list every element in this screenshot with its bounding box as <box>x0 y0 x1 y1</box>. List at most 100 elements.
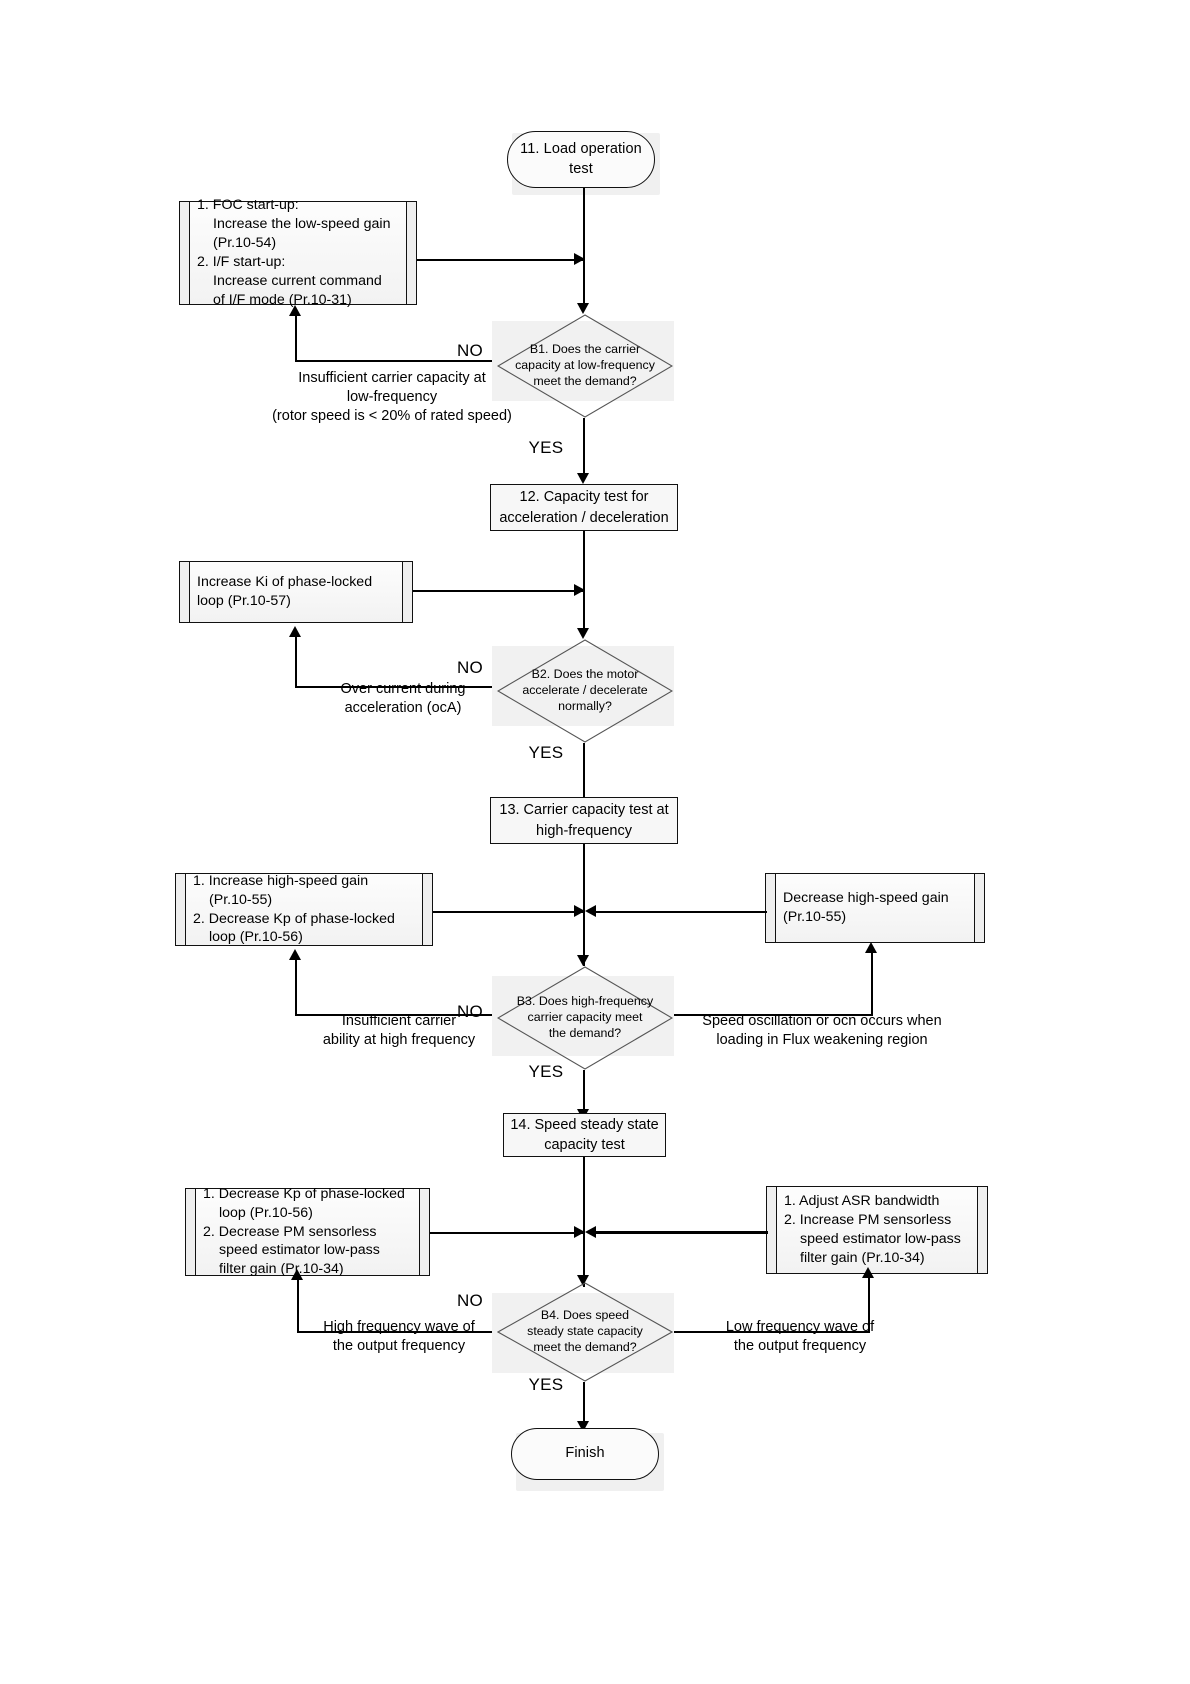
arrowhead-b4-yes <box>577 1421 589 1432</box>
connector-start-to-b1 <box>583 188 585 306</box>
predefined-process-left-bar <box>176 874 186 945</box>
step-12-label: 12. Capacity test for acceleration / dec… <box>499 489 669 526</box>
action-item: 2. Decrease Kp of phase-locked loop (Pr.… <box>193 910 395 946</box>
action-item: 2. Increase PM sensorless speed estimato… <box>784 1212 961 1266</box>
predefined-process-left-bar <box>186 1189 196 1275</box>
arrowhead-a4right-to-trunk <box>585 1226 596 1238</box>
predefined-process-right-bar <box>419 1189 429 1275</box>
finish-terminator-label: Finish <box>565 1445 605 1462</box>
connector-b4-right-horizontal <box>662 1331 870 1333</box>
action-text: Increase Ki of phase-locked loop (Pr.10-… <box>197 574 373 609</box>
b1-yes-label: YES <box>528 438 564 457</box>
predefined-process-left-bar <box>767 1187 777 1273</box>
predefined-process-right-bar <box>974 874 984 942</box>
connector-a4right-to-trunk <box>592 1231 768 1234</box>
action-text: Decrease high-speed gain (Pr.10-55) <box>783 890 949 925</box>
start-terminator[interactable]: 11. Load operation test <box>507 131 655 188</box>
action-decrease-kp-and-lpf-body: 1. Decrease Kp of phase-locked loop (Pr.… <box>196 1186 419 1278</box>
arrowhead-a1-to-trunk <box>574 253 585 265</box>
action-adjust-asr-and-lpf-box[interactable]: 1. Adjust ASR bandwidth 2. Increase PM s… <box>766 1186 988 1274</box>
predefined-process-right-bar <box>406 202 416 304</box>
b3-right-annotation: Speed oscillation or ocn occurs when loa… <box>702 1013 942 1049</box>
action-decrease-high-speed-gain-body: Decrease high-speed gain (Pr.10-55) <box>776 874 974 942</box>
predefined-process-left-bar <box>766 874 776 942</box>
b3-decision[interactable]: B3. Does high-frequency carrier capacity… <box>497 966 673 1070</box>
connector-b4-right-vertical <box>868 1278 870 1332</box>
predefined-process-left-bar <box>180 562 190 622</box>
connector-b4-no-horizontal <box>297 1331 507 1333</box>
arrowhead-step12-to-b2 <box>577 628 589 639</box>
b2-decision-shadow <box>492 646 674 726</box>
arrowhead-b3-right-to-a3right <box>865 942 877 953</box>
b2-decision[interactable]: B2. Does the motor accelerate / decelera… <box>497 639 673 743</box>
predefined-process-left-bar <box>180 202 190 304</box>
connector-a3left-to-trunk <box>433 911 585 913</box>
action-item: 2. Decrease PM sensorless speed estimato… <box>203 1223 380 1278</box>
connector-a1-to-trunk <box>417 259 585 261</box>
arrowhead-b2-no-to-a2 <box>289 626 301 637</box>
action-increase-ki-pll-box[interactable]: Increase Ki of phase-locked loop (Pr.10-… <box>179 561 413 623</box>
action-increase-high-speed-gain-box[interactable]: 1. Increase high-speed gain (Pr.10-55) 2… <box>175 873 433 946</box>
action-decrease-high-speed-gain-box[interactable]: Decrease high-speed gain (Pr.10-55) <box>765 873 985 943</box>
arrowhead-a3left-to-trunk <box>574 905 585 917</box>
connector-a3right-to-trunk <box>592 911 767 913</box>
connector-b2-no-horizontal <box>295 686 507 688</box>
b3-no-annotation: Insufficient carrier ability at high fre… <box>322 1013 476 1049</box>
step-13-box[interactable]: 13. Carrier capacity test at high-freque… <box>490 797 678 844</box>
predefined-process-right-bar <box>402 562 412 622</box>
action-item: 1. Adjust ASR bandwidth <box>784 1193 940 1210</box>
step-14-label: 14. Speed steady state capacity test <box>510 1116 659 1153</box>
arrowhead-step13-to-b3 <box>577 955 589 966</box>
b1-diamond-shape <box>497 314 673 418</box>
connector-b3-yes <box>583 1070 585 1115</box>
b4-diamond-shape <box>497 1282 673 1382</box>
connector-b2-no-vertical <box>295 637 297 687</box>
b2-yes-label: YES <box>528 743 564 762</box>
b1-no-annotation: Insufficient carrier capacity at low-fre… <box>272 370 512 425</box>
b3-diamond-shape <box>497 966 673 1070</box>
action-item: 1. Increase high-speed gain (Pr.10-55) <box>193 872 369 908</box>
b4-decision[interactable]: B4. Does speed steady state capacity mee… <box>497 1282 673 1382</box>
arrowhead-b1-no-to-a1 <box>289 305 301 316</box>
arrowhead-a4left-to-trunk <box>574 1226 585 1238</box>
connector-b2-yes <box>583 743 585 800</box>
arrowhead-b1-yes <box>577 473 589 484</box>
action-item: 1. Decrease Kp of phase-locked loop (Pr.… <box>203 1185 405 1221</box>
finish-terminator[interactable]: Finish <box>511 1428 659 1480</box>
arrowhead-b4-right-to-a4right <box>862 1267 874 1278</box>
action-increase-ki-pll-body: Increase Ki of phase-locked loop (Pr.10-… <box>190 562 402 622</box>
connector-b4-yes <box>583 1382 585 1427</box>
action-increase-high-speed-gain-body: 1. Increase high-speed gain (Pr.10-55) 2… <box>186 872 422 946</box>
connector-b3-right-vertical <box>871 953 873 1015</box>
action-decrease-kp-and-lpf-box[interactable]: 1. Decrease Kp of phase-locked loop (Pr.… <box>185 1186 430 1278</box>
b4-decision-shadow <box>492 1293 674 1373</box>
arrowhead-start-to-b1 <box>577 303 589 314</box>
connector-b1-no-horizontal <box>295 360 507 362</box>
connector-b1-no-vertical <box>295 316 297 361</box>
connector-b3-right-horizontal <box>662 1014 873 1016</box>
b1-decision-shadow <box>492 321 674 401</box>
b4-yes-label: YES <box>528 1375 564 1394</box>
b2-diamond-shape <box>497 639 673 743</box>
connector-b4-no-vertical <box>297 1280 299 1332</box>
b1-no-label: NO <box>456 341 484 360</box>
connector-b3-no-horizontal <box>295 1014 507 1016</box>
b4-no-annotation: High frequency wave of the output freque… <box>323 1319 475 1355</box>
arrowhead-step14-to-b4 <box>577 1275 589 1286</box>
b2-no-label: NO <box>456 658 484 677</box>
step-13-label: 13. Carrier capacity test at high-freque… <box>499 802 669 839</box>
step-14-box[interactable]: 14. Speed steady state capacity test <box>503 1113 666 1157</box>
predefined-process-right-bar <box>422 874 432 945</box>
b4-right-annotation: Low frequency wave of the output frequen… <box>725 1319 875 1355</box>
predefined-process-right-bar <box>977 1187 987 1273</box>
arrowhead-b3-no-to-a3left <box>289 949 301 960</box>
b4-no-label: NO <box>456 1291 484 1310</box>
arrowhead-a2-to-trunk <box>574 584 585 596</box>
arrowhead-b4-no-to-a4left <box>291 1269 303 1280</box>
connector-b3-no-vertical <box>295 960 297 1015</box>
b3-no-label: NO <box>456 1002 484 1021</box>
b3-decision-shadow <box>492 976 674 1056</box>
start-terminator-label: 11. Load operation test <box>520 140 642 177</box>
step-12-box[interactable]: 12. Capacity test for acceleration / dec… <box>490 484 678 531</box>
action-foc-if-startup-box[interactable]: 1. FOC start-up: Increase the low-speed … <box>179 197 417 308</box>
